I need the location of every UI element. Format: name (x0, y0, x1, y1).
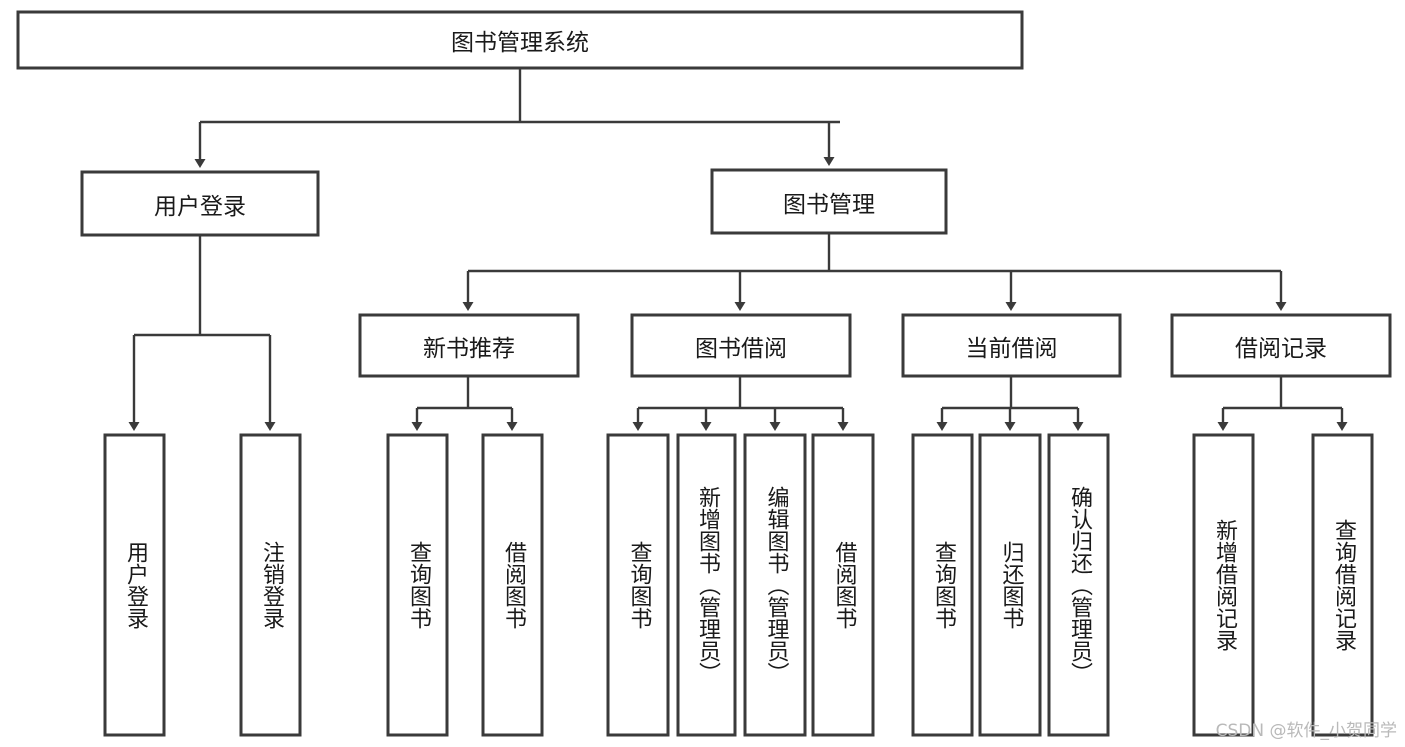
node-leaf-box-0[interactable] (103, 433, 166, 737)
node-level2-box-book-borrow[interactable] (630, 313, 852, 378)
node-leaf-box-4[interactable] (606, 433, 670, 737)
node-leaf-box-2[interactable] (386, 433, 449, 737)
node-level2-box-new-book-rec[interactable] (358, 313, 580, 378)
node-leaf-box-11[interactable] (1192, 433, 1255, 737)
node-level2-box-current-borrow[interactable] (901, 313, 1122, 378)
csdn-watermark: CSDN @软件_小贺同学 (1215, 721, 1397, 741)
edge-group-borrow (632, 376, 849, 431)
edge-group-record (1217, 376, 1348, 431)
node-level1-box-book-mgmt[interactable] (710, 168, 948, 235)
node-level2-box-borrow-record[interactable] (1170, 313, 1392, 378)
edge-group-user-login (128, 235, 276, 431)
node-leaf-box-8[interactable] (911, 433, 974, 737)
node-leaf-box-10[interactable] (1047, 433, 1110, 737)
node-root-box[interactable] (16, 10, 1024, 70)
node-leaf-box-7[interactable] (811, 433, 875, 737)
edge-group-root (194, 68, 840, 168)
edge-group-current (936, 376, 1084, 431)
node-leaf-box-9[interactable] (978, 433, 1042, 737)
edge-group-book-mgmt (462, 233, 1287, 311)
node-level1-box-user-login[interactable] (80, 170, 320, 237)
node-leaf-box-1[interactable] (239, 433, 302, 737)
node-leaf-box-6[interactable] (743, 433, 807, 737)
node-leaf-box-5[interactable] (676, 433, 737, 737)
node-leaf-box-12[interactable] (1311, 433, 1374, 737)
edge-group-newbook (411, 376, 518, 431)
node-leaf-box-3[interactable] (481, 433, 544, 737)
